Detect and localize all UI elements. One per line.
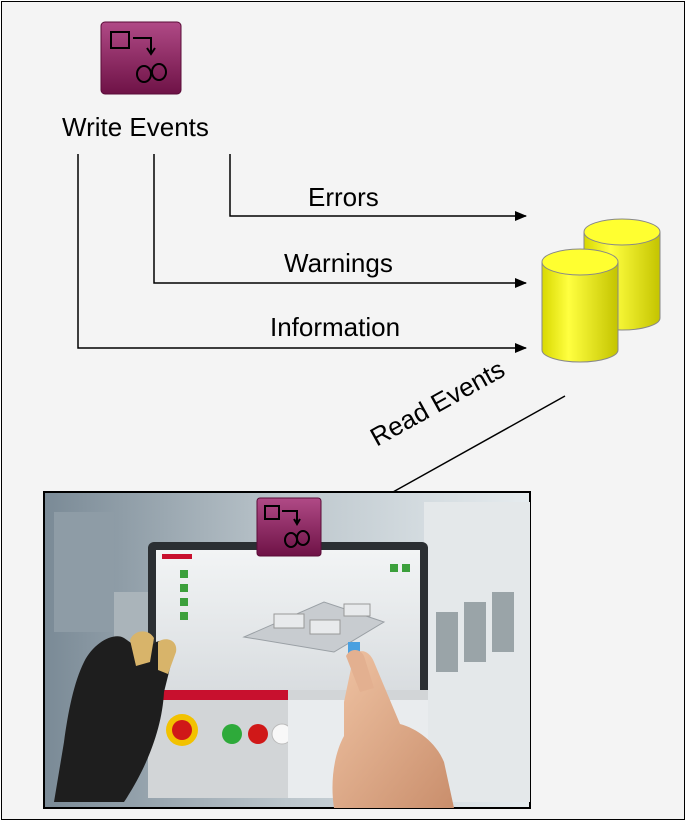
module-title: Write Events bbox=[62, 112, 209, 142]
warnings-label: Warnings bbox=[284, 248, 393, 278]
module-icon bbox=[100, 21, 182, 95]
errors-label: Errors bbox=[308, 182, 379, 212]
information-label: Information bbox=[270, 312, 401, 342]
database-icon bbox=[541, 218, 661, 363]
read-events-label: Read Events bbox=[364, 353, 510, 453]
hmi-photo bbox=[43, 491, 531, 809]
